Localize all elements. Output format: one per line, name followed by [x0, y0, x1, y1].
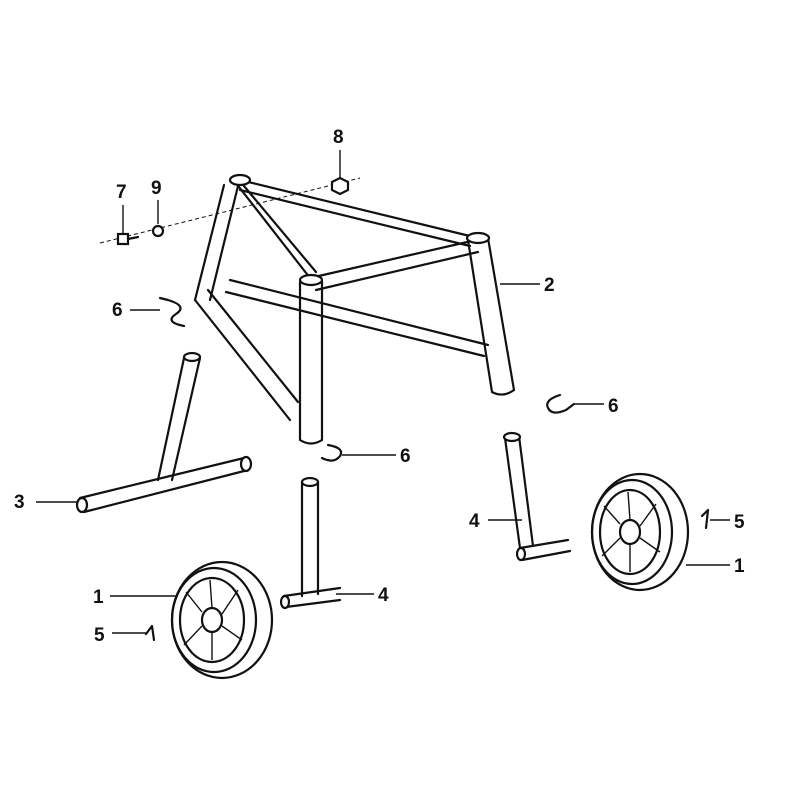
callout-8: 8: [333, 127, 344, 148]
callout-3: 3: [14, 492, 25, 513]
callout-4: 4: [469, 511, 480, 532]
callout-1: 1: [734, 556, 745, 577]
nut: [330, 150, 350, 196]
clip-center: [320, 443, 343, 462]
front-leg: [75, 351, 253, 514]
clip-right: [546, 393, 576, 414]
callout-6: 6: [112, 300, 123, 321]
callout-7: 7: [116, 182, 127, 203]
axle-left: [279, 476, 342, 610]
pin-left: [144, 624, 156, 642]
stand-frame: [193, 173, 516, 445]
callout-5: 5: [94, 625, 105, 646]
callout-6: 6: [608, 396, 619, 417]
callout-9: 9: [151, 178, 162, 199]
wheel-right: [590, 472, 690, 592]
clip-upper-left: [158, 296, 186, 328]
washer: [151, 200, 165, 238]
callout-6: 6: [400, 446, 411, 467]
axle-right: [502, 431, 572, 562]
leader-lines: [36, 283, 730, 634]
callout-1: 1: [93, 587, 104, 608]
callout-4: 4: [378, 585, 389, 606]
wheel-left: [170, 560, 274, 680]
callout-5: 5: [734, 512, 745, 533]
bolt: [116, 205, 140, 246]
callout-2: 2: [544, 275, 555, 296]
pin-right: [700, 508, 710, 530]
